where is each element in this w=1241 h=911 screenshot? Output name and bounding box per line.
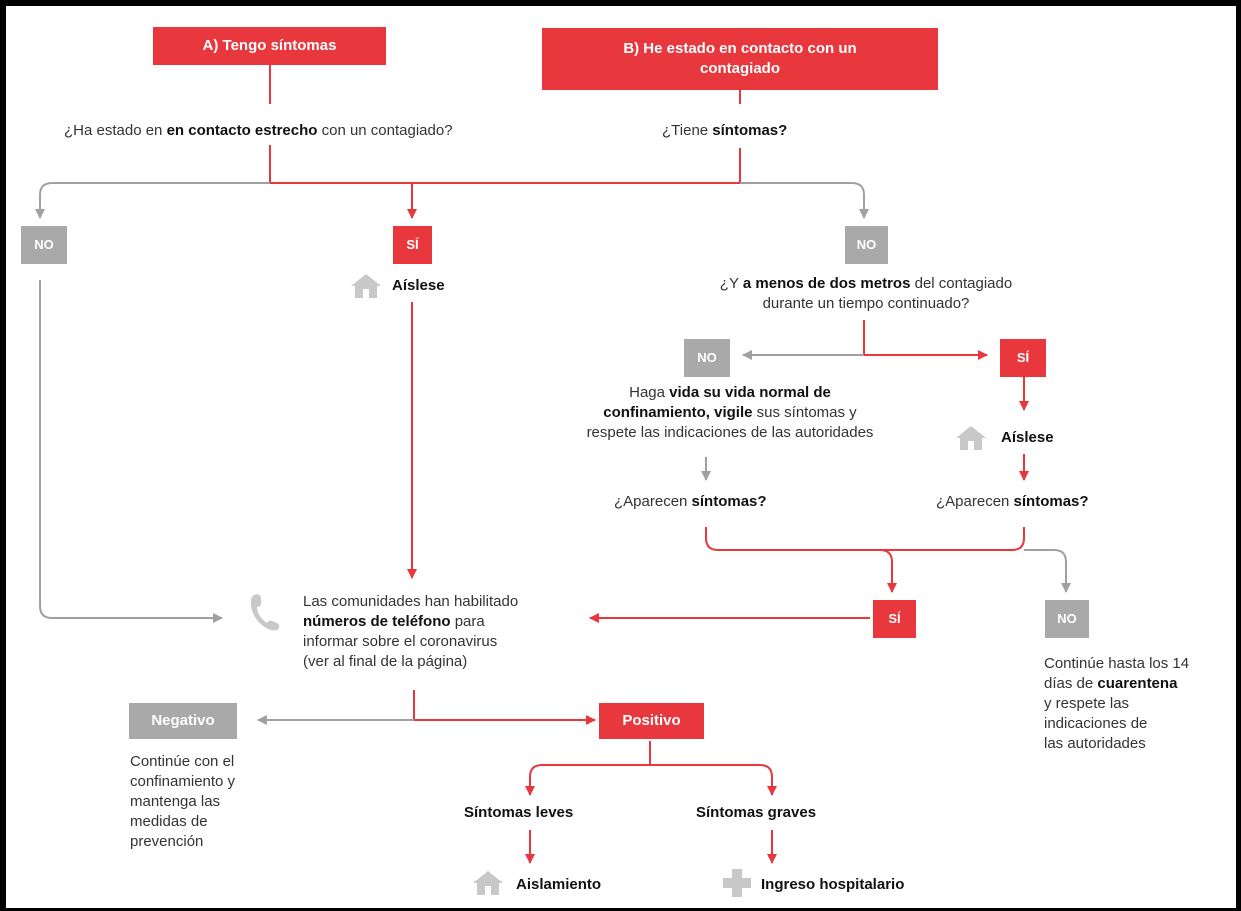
normal-life-line2: confinamiento, vigile sus síntomas y	[565, 403, 895, 423]
phone-icon	[251, 594, 280, 631]
quarantine-text: Continúe hasta los 14 días de cuarentena…	[1044, 654, 1189, 754]
box-si-center-label: SÍ	[406, 237, 419, 252]
line-to-no-left	[35, 182, 270, 219]
question-distance: ¿Y a menos de dos metros del contagiado …	[686, 274, 1046, 314]
box-no-distance-label: NO	[697, 350, 717, 365]
cross-icon	[723, 869, 751, 897]
negative-line3: mantenga las	[130, 793, 221, 810]
negative-line4: medidas de	[130, 813, 208, 830]
negative-line1: Continúe con el	[130, 753, 235, 770]
normal-life-l2-bold: confinamiento, vigile	[603, 404, 753, 421]
box-si-center: SÍ	[393, 226, 432, 264]
quarantine-line4: indicaciones de	[1044, 715, 1148, 732]
box-no-appear: NO	[1045, 600, 1089, 638]
box-a-label: A) Tengo síntomas	[202, 37, 337, 54]
line-no-to-phone	[39, 280, 223, 623]
normal-life-l1-pre: Haga	[629, 384, 670, 401]
home-icon	[956, 426, 986, 450]
box-negativo-label: Negativo	[151, 712, 215, 729]
line-distance-split	[863, 320, 988, 360]
box-b-label-line2: contagiado	[699, 60, 780, 77]
phone-info-line4: (ver al final de la página)	[303, 653, 468, 670]
box-no-left-label: NO	[34, 237, 54, 252]
question-appear-left-pre: ¿Aparecen	[614, 493, 692, 510]
question-appear-left: ¿Aparecen síntomas?	[614, 492, 767, 512]
question-distance-pre: ¿Y	[719, 275, 743, 292]
question-close-contact-pre: ¿Ha estado en	[64, 122, 167, 139]
question-appear-right: ¿Aparecen síntomas?	[936, 492, 1089, 512]
severe-symptoms-label: Síntomas graves	[696, 804, 817, 821]
home-icon	[351, 274, 381, 298]
phone-info-line2: números de teléfono para	[303, 612, 518, 632]
quarantine-line3: y respete las	[1044, 695, 1130, 712]
aislese-center: Aíslese	[392, 277, 445, 294]
box-positivo: Positivo	[599, 703, 704, 739]
question-distance-line1: ¿Y a menos de dos metros del contagiado	[686, 274, 1046, 294]
box-no-right: NO	[845, 226, 888, 264]
line-appear-merge	[705, 527, 1025, 551]
normal-life-l2-post: sus síntomas y	[752, 404, 857, 421]
phone-info-l2-post: para	[450, 613, 485, 630]
phone-info-line3: informar sobre el coronavirus	[303, 633, 498, 650]
home-icon	[473, 871, 503, 895]
box-no-distance: NO	[684, 339, 730, 377]
question-appear-right-pre: ¿Aparecen	[936, 493, 1014, 510]
negative-line5: prevención	[130, 833, 204, 850]
quarantine-l2-bold: cuarentena	[1097, 675, 1178, 692]
question-has-symptoms-pre: ¿Tiene	[662, 122, 713, 139]
phone-info-l2-bold: números de teléfono	[303, 613, 451, 630]
question-has-symptoms: ¿Tiene síntomas?	[662, 121, 787, 141]
phone-info-text: Las comunidades han habilitado números d…	[303, 592, 518, 672]
box-no-left: NO	[21, 226, 67, 264]
line-to-mild	[525, 764, 650, 796]
normal-life-text: Haga vida su vida normal de confinamient…	[565, 383, 895, 443]
box-b-label-line1: B) He estado en contacto con un	[623, 40, 857, 57]
mild-symptoms-label: Síntomas leves	[464, 804, 574, 821]
quarantine-line1: Continúe hasta los 14	[1044, 655, 1190, 672]
aislese-right: Aíslese	[1001, 429, 1054, 446]
box-positivo-label: Positivo	[622, 712, 681, 729]
hospital-admission-label: Ingreso hospitalario	[761, 876, 905, 893]
normal-life-l1-bold: vida su vida normal de	[669, 384, 831, 401]
box-no-right-label: NO	[856, 237, 877, 252]
question-appear-right-bold: síntomas?	[1013, 493, 1089, 510]
quarantine-line2: días de cuarentena	[1044, 674, 1189, 694]
question-distance-bold: a menos de dos metros	[742, 275, 911, 292]
box-si-distance: SÍ	[1000, 339, 1046, 377]
phone-info-line1: Las comunidades han habilitado	[303, 593, 519, 610]
box-no-appear-label: NO	[1057, 611, 1077, 626]
box-si-appear-label: SÍ	[888, 611, 901, 626]
negative-text: Continúe con el confinamiento y mantenga…	[130, 752, 235, 852]
box-si-distance-label: SÍ	[1016, 350, 1030, 365]
question-close-contact: ¿Ha estado en en contacto estrecho con u…	[64, 121, 453, 141]
question-close-contact-post: con un contagiado?	[317, 122, 453, 139]
normal-life-line1: Haga vida su vida normal de	[565, 383, 895, 403]
question-distance-post: del contagiado	[910, 275, 1013, 292]
line-merge-to-si	[879, 549, 897, 593]
quarantine-l2-pre: días de	[1044, 675, 1098, 692]
box-a-symptoms: A) Tengo síntomas	[153, 27, 386, 65]
box-si-appear: SÍ	[873, 600, 916, 638]
question-distance-line2: durante un tiempo continuado?	[762, 295, 970, 312]
normal-life-line3: respete las indicaciones de las autorida…	[586, 424, 874, 441]
question-appear-left-bold: síntomas?	[691, 493, 767, 510]
line-to-no-right	[740, 182, 869, 219]
question-has-symptoms-bold: síntomas?	[712, 122, 788, 139]
negative-line2: confinamiento y	[130, 773, 236, 790]
box-negativo: Negativo	[129, 703, 237, 739]
quarantine-line5: las autoridades	[1044, 735, 1146, 752]
line-to-severe	[650, 764, 777, 796]
question-close-contact-bold: en contacto estrecho	[166, 122, 318, 139]
line-merge-to-no	[1024, 549, 1071, 593]
isolation-label: Aislamiento	[516, 876, 602, 893]
box-b-contact: B) He estado en contacto con un contagia…	[542, 28, 938, 90]
